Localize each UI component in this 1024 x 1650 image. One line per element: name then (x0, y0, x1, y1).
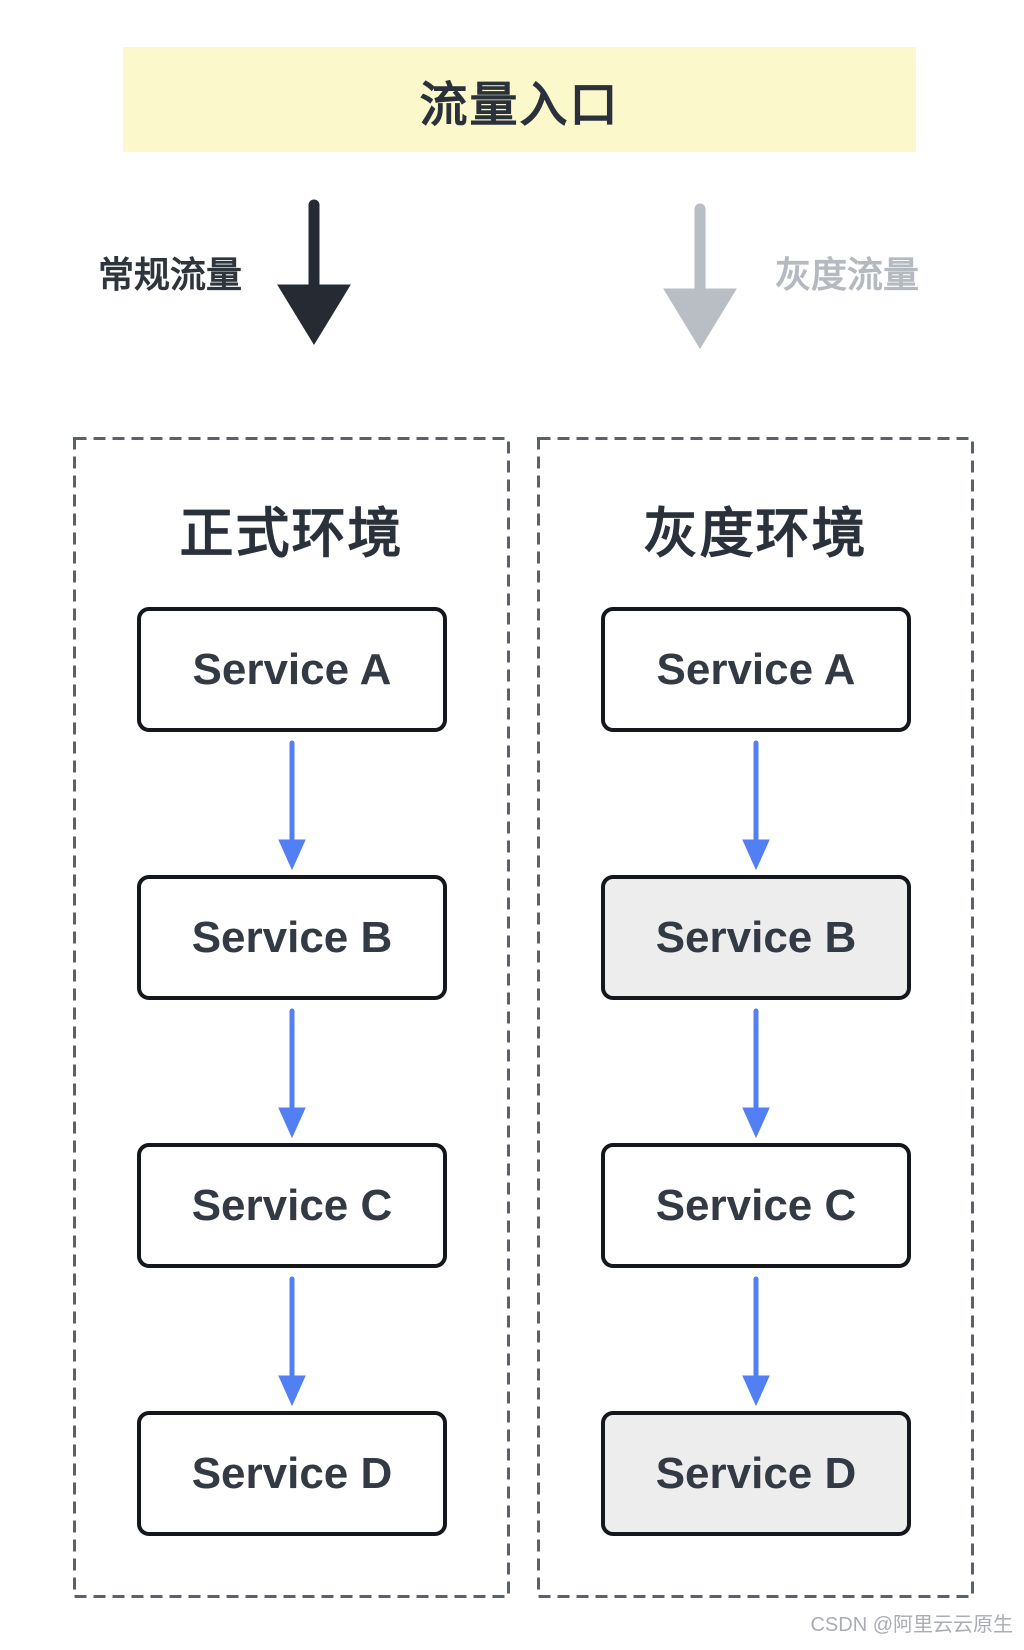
flow-arrow-icon (742, 740, 770, 870)
service-label: Service D (191, 1448, 393, 1498)
traffic-entry-banner: 流量入口 (123, 47, 916, 152)
prod-service-b-box: Service B (137, 875, 447, 1000)
flow-arrow-icon (742, 1276, 770, 1406)
gray-service-a-box: Service A (601, 607, 911, 732)
prod-service-d-box: Service D (137, 1411, 447, 1536)
normal-traffic-arrow-icon (277, 199, 351, 345)
gray-service-b-box: Service B (601, 875, 911, 1000)
prod-service-c-box: Service C (137, 1143, 447, 1268)
prod-service-a-box: Service A (137, 607, 447, 732)
flow-arrow-icon (278, 1276, 306, 1406)
service-label: Service A (192, 644, 392, 694)
production-environment-panel: 正式环境 Service A Service B Service C Servi… (73, 437, 510, 1598)
service-label: Service B (655, 912, 857, 962)
production-environment-title: 正式环境 (179, 504, 404, 564)
service-label: Service C (655, 1180, 857, 1230)
gray-service-c-box: Service C (601, 1143, 911, 1268)
dashed-border (73, 437, 510, 1598)
gray-service-d-box: Service D (601, 1411, 911, 1536)
service-label: Service B (191, 912, 393, 962)
service-label: Service C (191, 1180, 393, 1230)
service-label: Service D (655, 1448, 857, 1498)
gray-traffic-label: 灰度流量 (774, 254, 919, 295)
gray-environment-panel: 灰度环境 Service A Service B Service C Servi… (537, 437, 974, 1598)
traffic-entry-label: 流量入口 (419, 78, 620, 132)
flow-arrow-icon (278, 740, 306, 870)
gray-traffic-arrow-icon (663, 203, 737, 349)
gray-environment-title: 灰度环境 (643, 504, 868, 564)
normal-traffic-label: 常规流量 (97, 254, 242, 295)
service-label: Service A (656, 644, 856, 694)
flow-arrow-icon (278, 1008, 306, 1138)
csdn-watermark: CSDN @阿里云云原生 (810, 1614, 1013, 1636)
dashed-border (537, 437, 974, 1598)
flow-arrow-icon (742, 1008, 770, 1138)
